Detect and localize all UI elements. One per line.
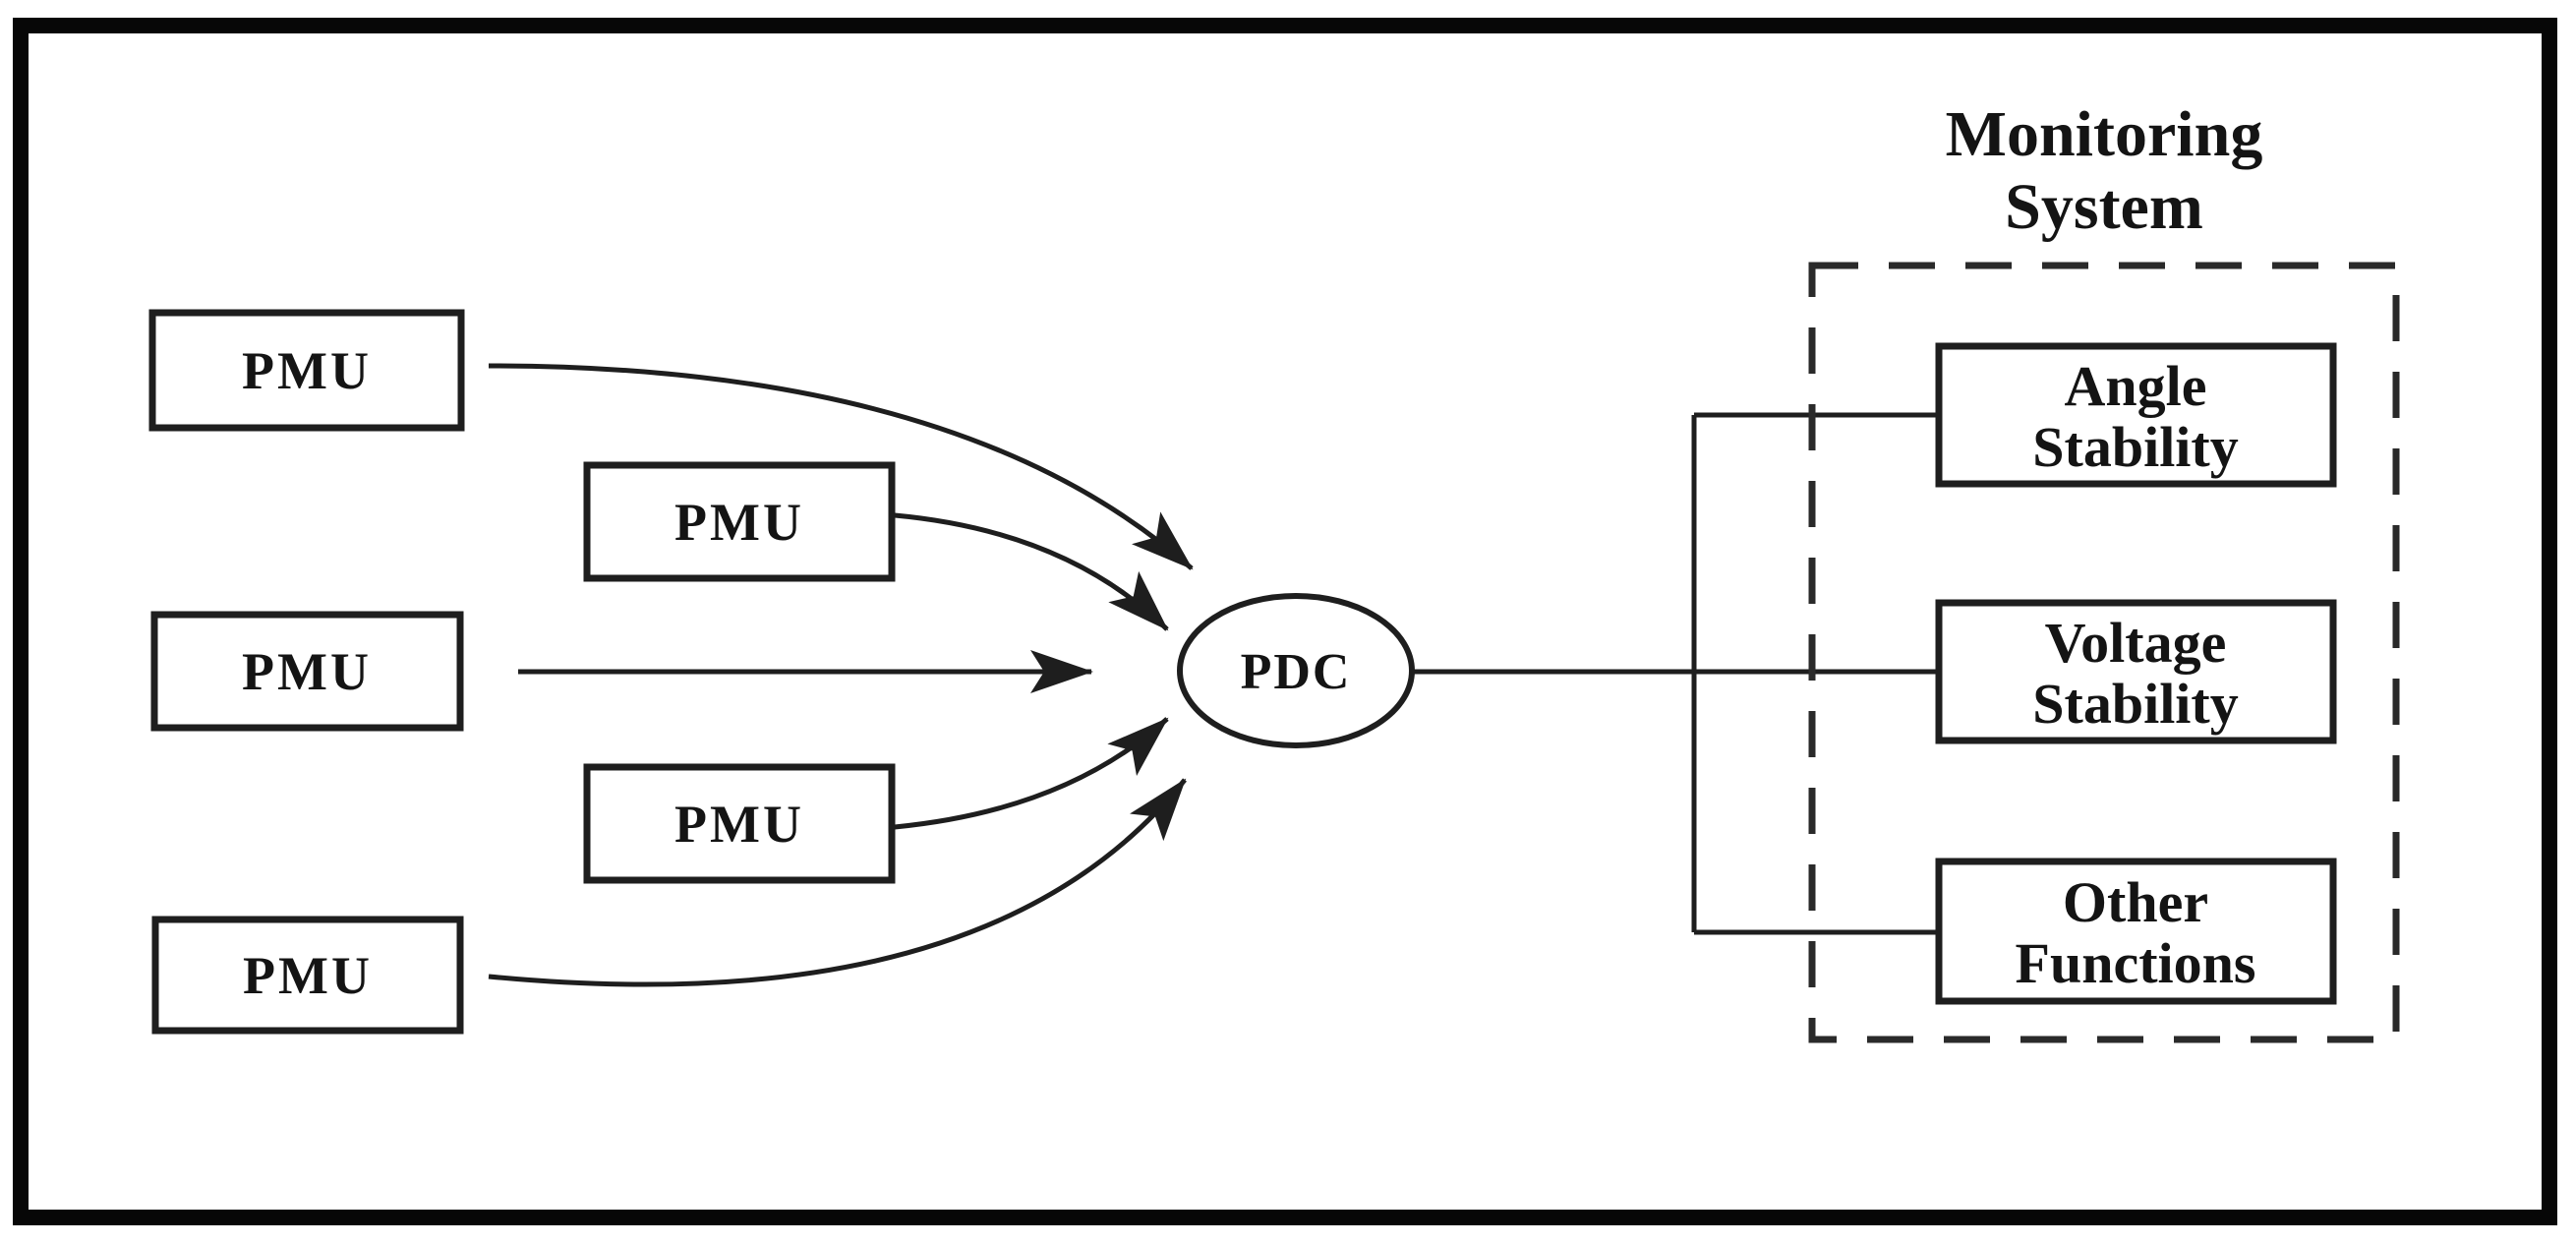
- pmu-node: PMU: [148, 309, 465, 432]
- pmu-label-2: PMU: [674, 493, 804, 552]
- monitoring-system-title-line2: System: [2005, 171, 2203, 243]
- pmu-box-4: [583, 763, 896, 884]
- pmu-node: PMU: [151, 916, 464, 1035]
- monitoring-system-dashed-box: [1808, 262, 2400, 1043]
- monitoring-system-title-line1: Monitoring: [1946, 98, 2263, 170]
- voltage-stability-box: [1935, 599, 2337, 744]
- angle-stability-label-line1: Angle: [2065, 354, 2207, 418]
- arrow-pmu1-to-pdc: [488, 363, 1194, 570]
- other-functions-label-line1: Other: [2063, 870, 2208, 934]
- pmu-label-3: PMU: [242, 642, 372, 701]
- arrow-pmu2-to-pdc: [894, 512, 1169, 631]
- pmu-box-1: [148, 309, 465, 432]
- pmu-box-5: [151, 916, 464, 1035]
- angle-stability-label-line2: Stability: [2032, 415, 2239, 479]
- pmu-node: PMU: [583, 763, 896, 884]
- angle-stability-box: [1935, 342, 2337, 488]
- function-node: Other Functions: [1935, 858, 2337, 1005]
- voltage-stability-label-line1: Voltage: [2045, 611, 2227, 675]
- pmu-box-2: [583, 461, 896, 582]
- function-node: Angle Stability: [1935, 342, 2337, 488]
- pdc-hub: PDC: [1177, 593, 1415, 748]
- pmu-node: PMU: [583, 461, 896, 582]
- pmu-label-1: PMU: [242, 341, 372, 400]
- voltage-stability-label-line2: Stability: [2032, 672, 2239, 736]
- pmu-node: PMU: [150, 611, 464, 732]
- other-functions-box: [1935, 858, 2337, 1005]
- other-functions-label-line2: Functions: [2016, 931, 2256, 995]
- arrow-pmu4-to-pdc: [894, 717, 1169, 830]
- function-node: Voltage Stability: [1935, 599, 2337, 744]
- pmu-label-5: PMU: [243, 946, 373, 1005]
- pdc-label: PDC: [1241, 644, 1352, 700]
- pmu-box-3: [150, 611, 464, 732]
- outer-border-frame: [13, 18, 2557, 1225]
- monitoring-system-title: Monitoring System: [1946, 98, 2263, 243]
- arrow-pmu5-to-pdc: [488, 778, 1187, 987]
- pmu-label-4: PMU: [674, 795, 804, 854]
